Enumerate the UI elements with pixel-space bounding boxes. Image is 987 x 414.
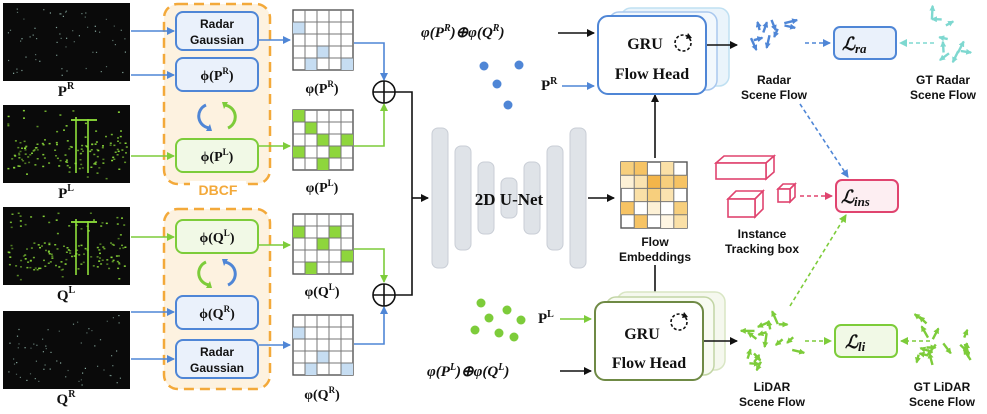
phi-pr-module: ϕ(PR): [175, 57, 259, 92]
lidar-flow-label-2: Scene Flow: [739, 395, 806, 409]
svg-text:Flow Head: Flow Head: [612, 355, 686, 372]
lidar-scene-flow-arrows: [739, 310, 806, 372]
svg-text:ϕ(QR): ϕ(QR): [199, 304, 235, 322]
dbcf-label: DBCF: [199, 182, 238, 198]
gru-bottom-points-label: PL: [538, 309, 554, 327]
radar-flow-label-2: Scene Flow: [741, 88, 808, 102]
arrow-lidar-ins: [789, 214, 847, 307]
refresh-icon-bottom: [670, 312, 688, 331]
svg-text:ϕ(PL): ϕ(PL): [201, 147, 234, 165]
gru-top-input-label: φ(PR)⊕φ(QR): [421, 23, 504, 41]
ql-label: QL: [57, 285, 76, 304]
svg-text:GRU: GRU: [627, 36, 663, 53]
instance-boxes-icon: [713, 154, 797, 219]
radar-gaussian-bottom: Radar Gaussian: [175, 339, 259, 379]
loss-li-box: ℒli: [834, 324, 898, 358]
qr-label: QR: [57, 389, 77, 408]
gt-radar-label-2: Scene Flow: [910, 88, 977, 102]
gt-lidar-label-1: GT LiDAR: [914, 380, 971, 394]
feature-grid-ql: [292, 213, 354, 275]
varphi-pr-label: φ(PR): [305, 79, 338, 97]
lidar-image-pl: [3, 105, 130, 183]
instance-label-2: Tracking box: [725, 242, 799, 256]
feature-grid-pl: [292, 109, 354, 171]
radar-image-qr: [3, 311, 130, 389]
unet-block: 2D U-Net: [431, 127, 587, 269]
feature-grid-pr: [292, 9, 354, 71]
plus-node-bottom: [372, 283, 396, 307]
gt-lidar-label-2: Scene Flow: [909, 395, 976, 409]
flow-embeddings-grid: [620, 161, 688, 229]
svg-text:Gaussian: Gaussian: [190, 361, 244, 375]
flow-embeddings-label-1: Flow: [641, 235, 669, 249]
radar-points-pr: [479, 60, 524, 110]
exchange-icon-bottom: [197, 259, 237, 288]
flow-embeddings-label-2: Embeddings: [619, 250, 691, 264]
svg-text:Radar: Radar: [200, 345, 234, 359]
svg-text:ϕ(QL): ϕ(QL): [200, 228, 235, 246]
plus-node-top: [372, 80, 396, 104]
pl-label: PL: [58, 183, 74, 202]
lidar-points-pl: [470, 298, 526, 342]
unet-label: 2D U-Net: [475, 190, 544, 209]
phi-qr-module: ϕ(QR): [175, 295, 259, 330]
svg-text:Flow Head: Flow Head: [615, 66, 689, 83]
svg-text:ℒins: ℒins: [841, 187, 870, 209]
loss-ins-box: ℒins: [835, 179, 899, 213]
loss-ra-box: ℒra: [833, 26, 897, 60]
svg-text:ϕ(PR): ϕ(PR): [200, 66, 233, 84]
gt-lidar-flow-arrows: [913, 313, 972, 366]
phi-pl-module: ϕ(PL): [175, 138, 259, 173]
varphi-ql-label: φ(QL): [305, 282, 340, 300]
radar-gaussian-top: Radar Gaussian: [175, 11, 259, 51]
radar-scene-flow-arrows: [749, 18, 799, 51]
radar-flow-label-1: Radar: [757, 73, 791, 87]
dbcf-label-bg: [190, 181, 246, 198]
gru-flow-head-bottom: GRU Flow Head: [594, 291, 726, 381]
gru-bottom-input-label: φ(PL)⊕φ(QL): [427, 362, 509, 380]
exchange-icon-top: [197, 102, 237, 131]
varphi-qr-label: φ(QR): [304, 385, 340, 403]
instance-label-1: Instance: [738, 227, 787, 241]
gt-radar-label-1: GT Radar: [916, 73, 970, 87]
lidar-image-ql: [3, 207, 130, 285]
svg-text:GRU: GRU: [624, 326, 660, 343]
svg-text:ℒli: ℒli: [845, 332, 866, 354]
pr-label: PR: [58, 81, 75, 100]
radar-image-pr: [3, 3, 130, 81]
refresh-icon-top: [674, 33, 692, 52]
arrow-grid-pr-plus: [354, 42, 388, 81]
svg-text:Radar: Radar: [200, 17, 234, 31]
phi-ql-module: ϕ(QL): [175, 219, 259, 254]
svg-text:Gaussian: Gaussian: [190, 33, 244, 47]
arrow-grid-qr-plus: [354, 306, 388, 345]
arrow-grid-ql-plus: [354, 248, 388, 283]
gru-flow-head-top: GRU Flow Head: [597, 7, 730, 95]
feature-grid-qr: [292, 314, 354, 376]
svg-text:ℒra: ℒra: [842, 34, 867, 56]
lidar-flow-label-1: LiDAR: [754, 380, 791, 394]
merge-bracket: [395, 91, 413, 296]
gru-top-points-label: PR: [541, 76, 558, 94]
arrow-radar-ins: [799, 103, 849, 178]
varphi-pl-label: φ(PL): [306, 178, 339, 196]
arrow-grid-pl-plus: [354, 103, 388, 147]
gt-radar-flow-arrows: [929, 4, 973, 64]
